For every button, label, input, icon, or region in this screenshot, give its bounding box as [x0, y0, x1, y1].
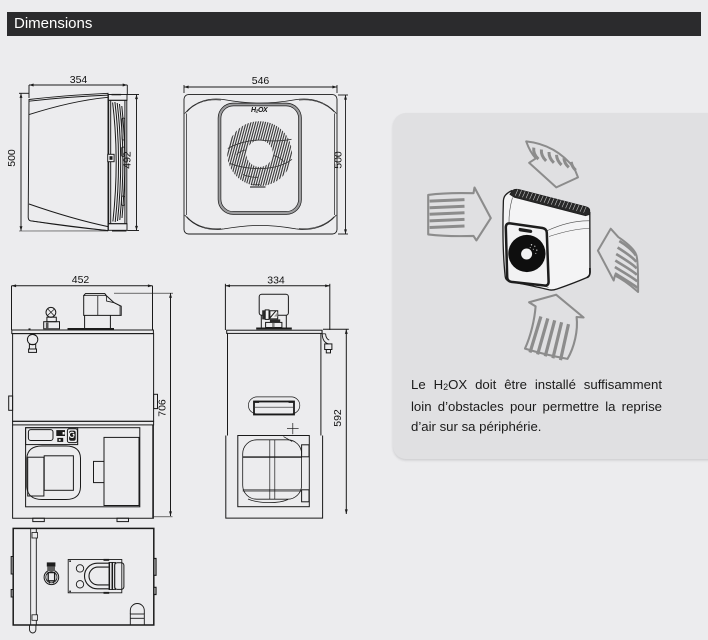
svg-text:500: 500: [6, 149, 18, 167]
svg-text:354: 354: [70, 74, 88, 86]
svg-text:452: 452: [72, 274, 90, 286]
svg-text:H2OX: H2OX: [251, 107, 269, 115]
svg-text:592: 592: [332, 409, 344, 427]
svg-text:500: 500: [333, 151, 345, 169]
svg-text:492: 492: [122, 151, 134, 169]
svg-text:706: 706: [157, 399, 169, 417]
svg-text:334: 334: [267, 275, 285, 287]
svg-text:546: 546: [252, 75, 270, 87]
